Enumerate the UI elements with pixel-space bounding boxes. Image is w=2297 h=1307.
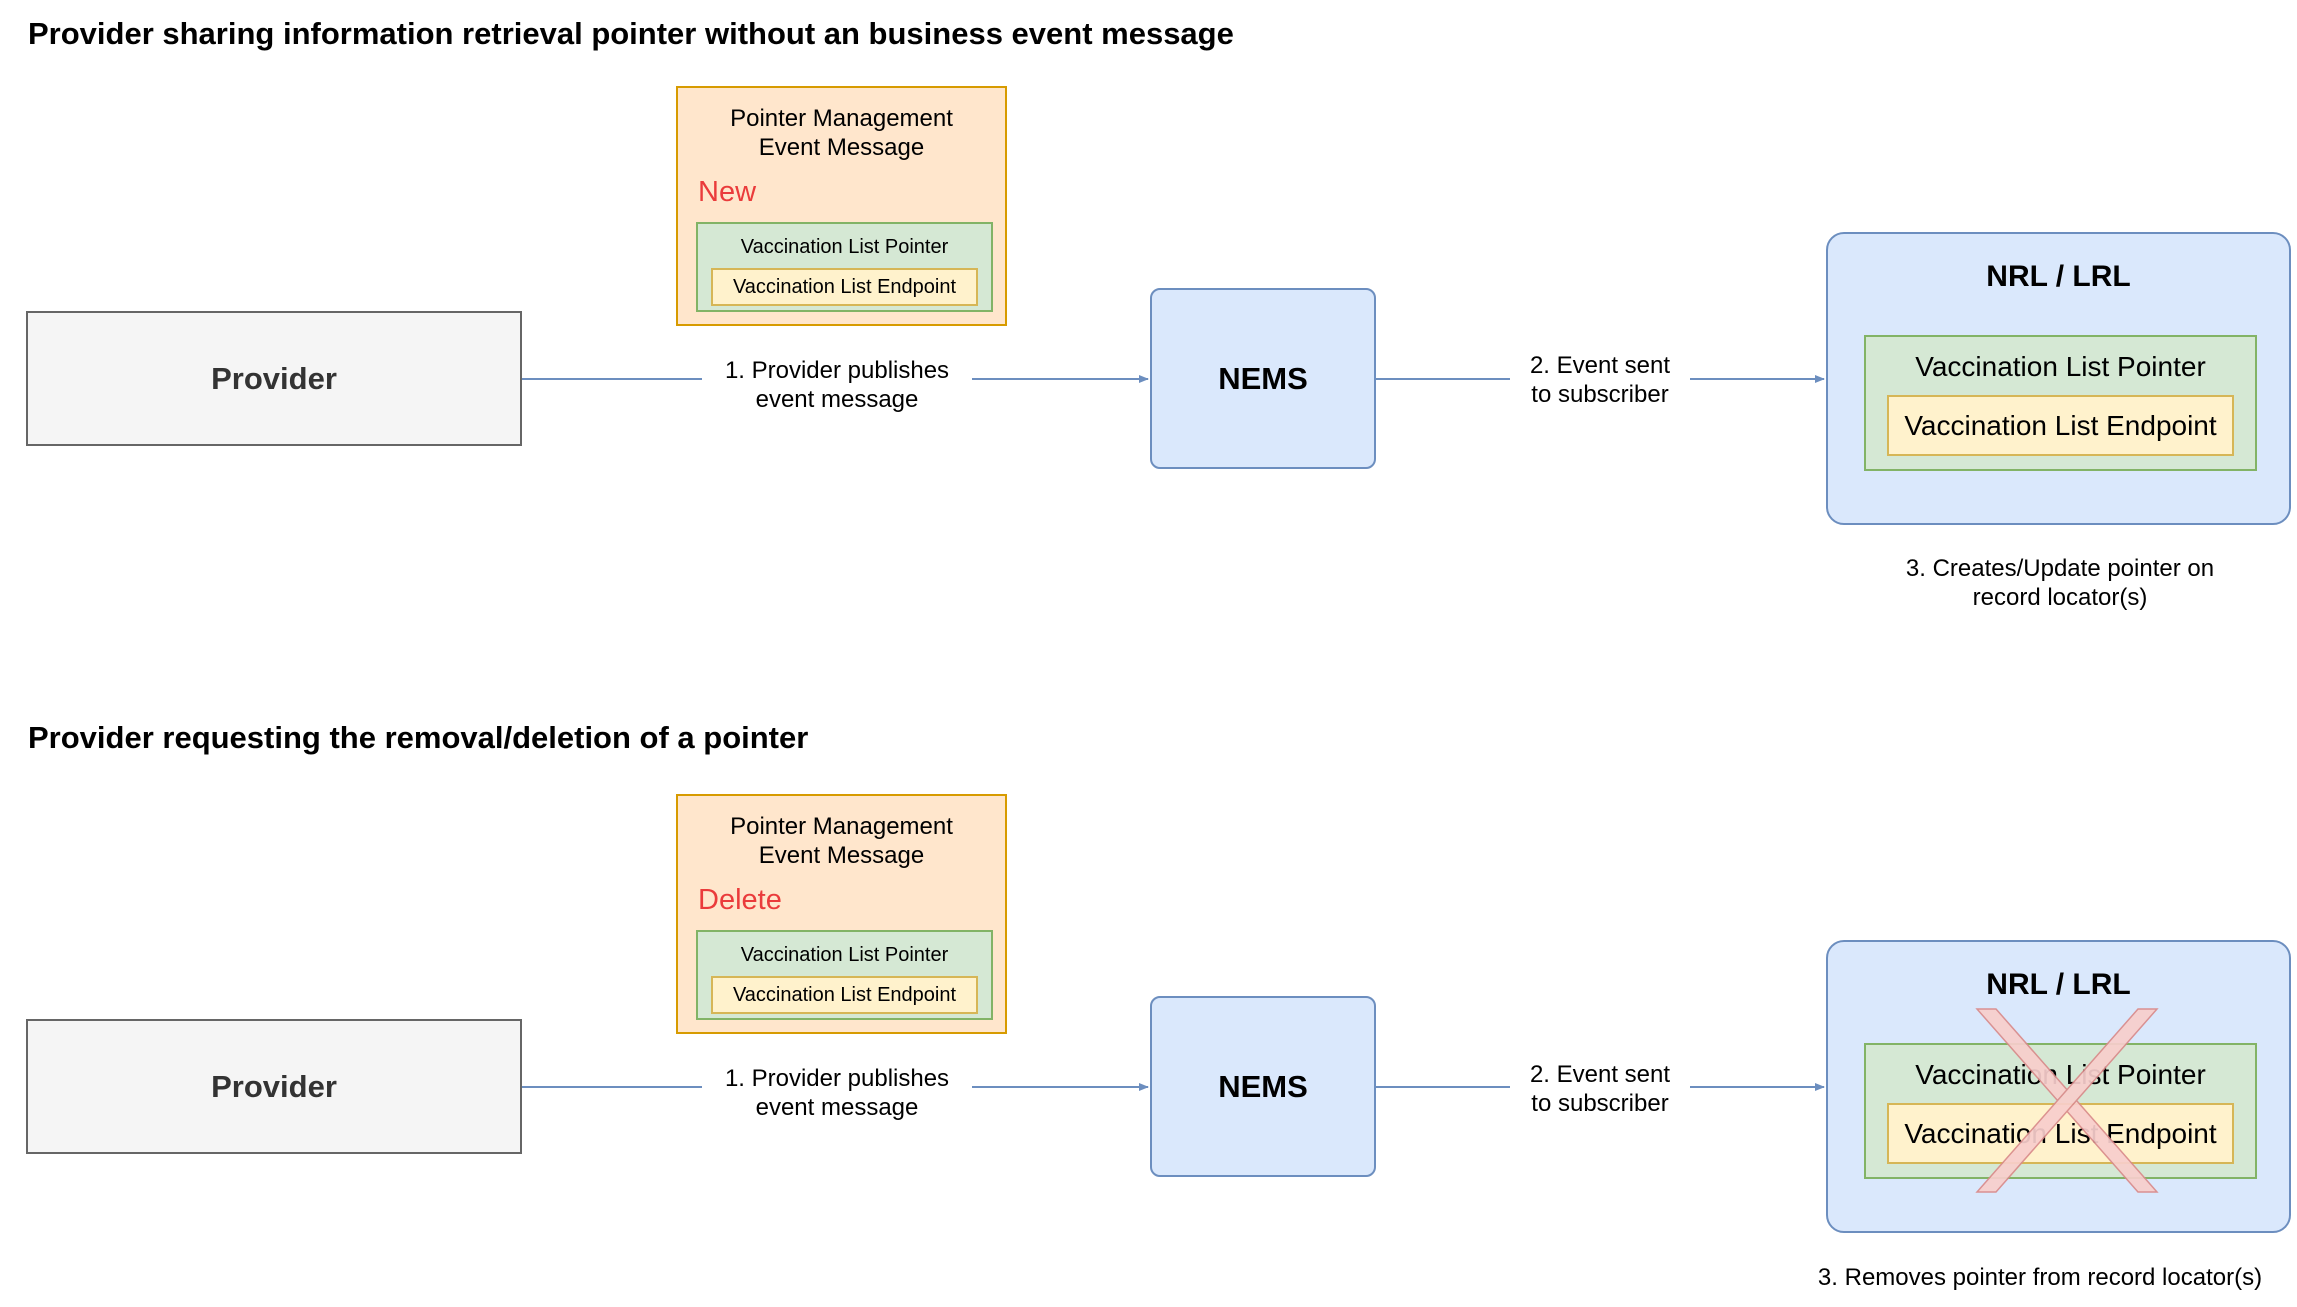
step1-label-2: 1. Provider publishes event message bbox=[724, 1065, 950, 1121]
record-locator-title-1: NRL / LRL bbox=[1986, 260, 2131, 293]
section1-title: Provider sharing information retrieval p… bbox=[28, 16, 1234, 51]
nems-box-2[interactable]: NEMS bbox=[1150, 996, 1376, 1177]
message-pointer-label-1: Vaccination List Pointer bbox=[740, 236, 949, 258]
event-message-box-2[interactable]: Pointer Management Event Message Delete … bbox=[676, 794, 1007, 1034]
record-locator-box-2[interactable]: NRL / LRL Vaccination List Pointer Vacci… bbox=[1826, 940, 2291, 1233]
step2-label-2: 2. Event sent to subscriber bbox=[1529, 1061, 1671, 1117]
action-label-new: New bbox=[698, 176, 757, 208]
locator-endpoint-box-1: Vaccination List Endpoint bbox=[1887, 395, 2234, 456]
step1-label-1: 1. Provider publishes event message bbox=[724, 357, 950, 413]
step3-label-1: 3. Creates/Update pointer on record loca… bbox=[1905, 555, 2215, 611]
section2-title: Provider requesting the removal/deletion… bbox=[28, 720, 809, 755]
record-locator-title-2: NRL / LRL bbox=[1986, 968, 2131, 1001]
locator-pointer-label-1: Vaccination List Pointer bbox=[1915, 351, 2206, 382]
message-pointer-label-2: Vaccination List Pointer bbox=[740, 944, 949, 966]
message-pointer-box-2: Vaccination List Pointer Vaccination Lis… bbox=[696, 930, 993, 1020]
nems-box-1[interactable]: NEMS bbox=[1150, 288, 1376, 469]
cross-icon bbox=[1975, 1008, 2159, 1193]
message-endpoint-box-1: Vaccination List Endpoint bbox=[711, 268, 978, 306]
step3-label-2: 3. Removes pointer from record locator(s… bbox=[1817, 1264, 2263, 1291]
event-message-box-1[interactable]: Pointer Management Event Message New Vac… bbox=[676, 86, 1007, 326]
action-label-delete: Delete bbox=[698, 884, 782, 916]
locator-pointer-box-1: Vaccination List Pointer Vaccination Lis… bbox=[1864, 335, 2257, 471]
message-pointer-box-1: Vaccination List Pointer Vaccination Lis… bbox=[696, 222, 993, 312]
message-endpoint-box-2: Vaccination List Endpoint bbox=[711, 976, 978, 1014]
record-locator-box-1[interactable]: NRL / LRL Vaccination List Pointer Vacci… bbox=[1826, 232, 2291, 525]
step2-label-1: 2. Event sent to subscriber bbox=[1529, 352, 1671, 408]
provider-box-2[interactable]: Provider bbox=[26, 1019, 522, 1154]
event-message-title-1: Pointer Management Event Message bbox=[730, 105, 953, 161]
provider-box-1[interactable]: Provider bbox=[26, 311, 522, 446]
event-message-title-2: Pointer Management Event Message bbox=[730, 813, 953, 869]
